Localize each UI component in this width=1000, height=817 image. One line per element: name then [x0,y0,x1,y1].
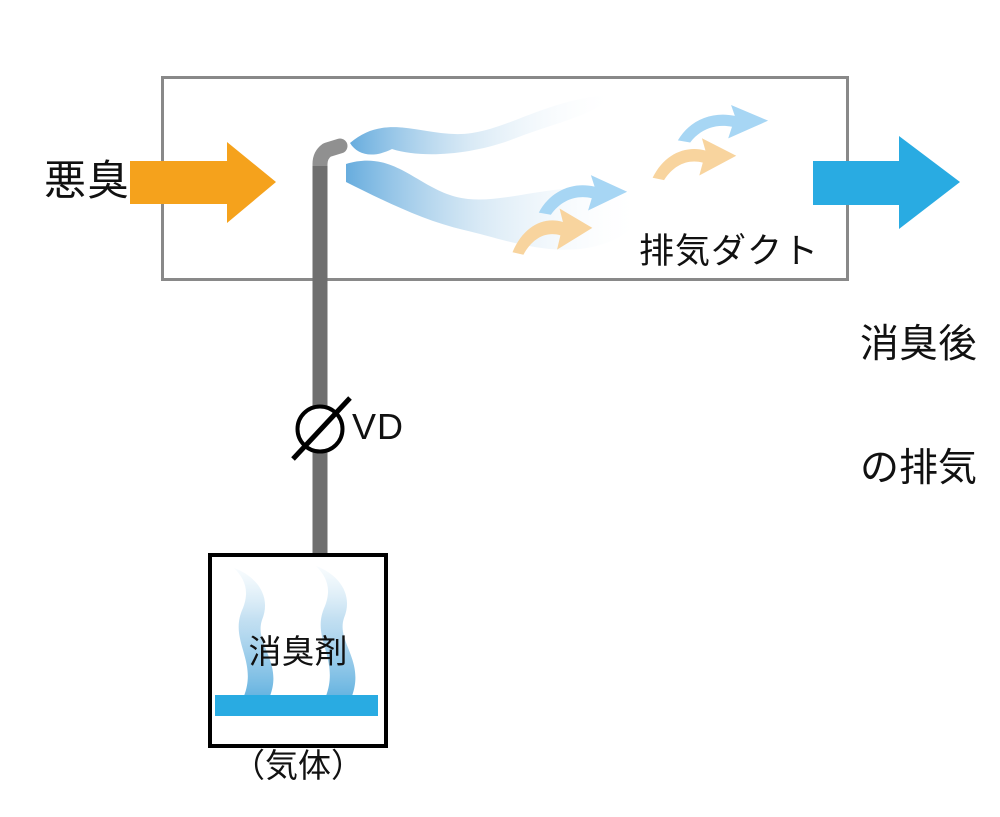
deodorant-source-label: 消臭剤 （気体） [210,557,386,817]
inlet-odor-arrow [130,142,276,223]
outlet-exhaust-label: 消臭後 の排気 [860,241,977,572]
outlet-exhaust-label-line1: 消臭後 [860,321,978,367]
deodorant-tray-bar [215,695,378,716]
damper-valve-label: VD [352,406,405,447]
deodorant-source-label-line2: （気体） [232,745,364,785]
deodorant-stream-upper [350,94,616,155]
deodorant-source-label-line1: 消臭剤 [248,631,348,671]
damper-valve-slash [291,396,352,461]
exhaust-duct-label: 排気ダクト [639,232,820,272]
outlet-exhaust-arrow [813,136,960,229]
vapor-wisp-right [316,566,356,696]
vapor-wisp-left [234,568,274,696]
inlet-odor-label: 悪臭 [44,156,131,205]
outlet-exhaust-label-line2: の排気 [860,445,978,491]
nozzle-elbow [312,138,348,182]
